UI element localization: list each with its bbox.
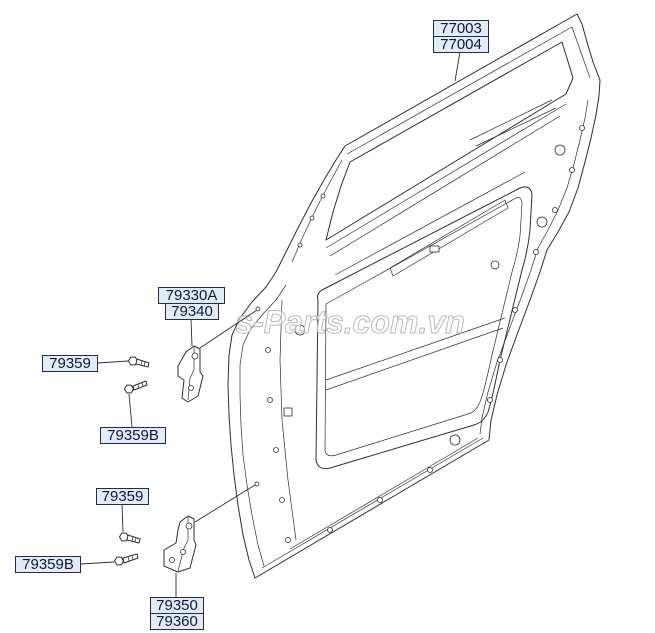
bolt-thread [140, 360, 143, 366]
callout-lower-hinge-bolt-b: 79359B [15, 556, 81, 573]
leader-line-upper-bolt-b [128, 393, 133, 428]
watermark: s-Parts.com.vn [235, 304, 464, 340]
belt-line-strip [325, 103, 567, 249]
lower-hinge-bolt-b [114, 553, 139, 566]
bolt-thread [127, 556, 130, 562]
mounting-hole [309, 215, 315, 221]
mounting-hole [267, 397, 273, 403]
mounting-hole [279, 497, 285, 503]
mounting-hole [552, 207, 558, 213]
mounting-hole [297, 242, 303, 248]
upper-hinge-bolt [128, 356, 150, 368]
mounting-hole [320, 193, 326, 199]
mounting-hole [265, 347, 271, 353]
front-pillar-line [291, 159, 343, 263]
bolt-shank [132, 380, 148, 391]
upper-hinge-bracket [177, 345, 204, 403]
callout-upper-hinge-secondary: 79340 [165, 303, 219, 320]
lower-hinge-bolt-hole [180, 549, 186, 555]
mounting-hole [554, 144, 566, 156]
callout-upper-hinge-bolt-b: 79359B [100, 427, 166, 444]
leader-lines [80, 51, 461, 597]
callout-door-panel-secondary: 77004 [433, 36, 489, 53]
glass-channel-slot [389, 199, 509, 277]
leader-line-upper-hinge [190, 318, 193, 347]
mounting-hole [273, 447, 279, 453]
belt-line-strip [329, 115, 561, 257]
mounting-hole [294, 324, 306, 336]
bolt-shank [135, 358, 150, 368]
upper-hinge [177, 345, 204, 403]
door-outer-outline [227, 13, 601, 579]
alignment-line-lower-hinge [194, 484, 256, 523]
bolt-thread [137, 383, 140, 389]
mounting-hole [533, 249, 539, 255]
window-frame-flange [346, 26, 591, 155]
front-inner-flange [239, 284, 287, 567]
bolt-hex-head [119, 532, 129, 542]
bolt-shank [122, 553, 139, 564]
upper-hinge-bolt-hole [188, 385, 194, 391]
bolt-thread [131, 536, 134, 542]
mounting-hole [327, 527, 333, 533]
bolt-shank [126, 534, 141, 544]
inner-panel-opening-flange [324, 197, 523, 457]
square-hole [429, 245, 440, 253]
alignment-line-upper-hinge [199, 309, 258, 349]
upper-hinge-bolt-b [124, 380, 148, 394]
rear-door-panel [227, 13, 601, 579]
mounting-hole [377, 497, 383, 503]
leader-line-door-panel [454, 51, 461, 82]
lower-hinge-bolt [119, 532, 141, 544]
callout-upper-hinge-primary: 79330A [158, 287, 225, 304]
bolt-thread [141, 382, 144, 387]
mounting-hole [487, 397, 493, 403]
belt-line-strip [475, 107, 557, 147]
mounting-hole [285, 537, 291, 543]
callout-door-panel-primary: 77003 [433, 20, 489, 37]
mounting-hole [536, 216, 548, 228]
bolt-hex-head [124, 384, 134, 394]
mounting-holes [265, 125, 585, 543]
callout-lower-hinge-primary: 79350 [150, 597, 204, 614]
inner-panel-opening [315, 186, 533, 470]
belt-line-strip [469, 99, 553, 141]
callout-lower-hinge-bolt: 79359 [96, 488, 149, 505]
lower-hinge-pin-hole [185, 522, 193, 530]
upper-hinge-pin-hole [191, 352, 199, 360]
square-hole [283, 407, 293, 417]
leader-line-lower-bolt-b [80, 561, 115, 565]
mounting-hole [490, 260, 500, 270]
bolt-thread [143, 361, 146, 367]
mounting-hole [512, 307, 518, 313]
lower-hinge-bolt-hole [169, 557, 175, 563]
callout-upper-hinge-bolt: 79359 [42, 355, 98, 372]
bottom-inner-flange [261, 437, 484, 569]
mounting-hole [569, 167, 575, 173]
bolt-hex-head [114, 556, 124, 566]
bolt-thread [134, 537, 137, 543]
callout-lower-hinge-secondary: 79360 [150, 613, 204, 630]
impact-beam-line [325, 317, 506, 381]
front-reinforcement-line [279, 299, 297, 541]
lower-hinge-mount-point [254, 481, 260, 487]
bolt-hex-head [128, 356, 138, 366]
rear-inner-flange [479, 99, 589, 435]
mounting-hole [497, 357, 503, 363]
impact-beam-line [325, 327, 504, 391]
upper-hinge-mount-point [255, 306, 261, 312]
leader-line-upper-bolt [97, 360, 129, 364]
bottom-reinforcement-line [289, 437, 479, 550]
window-glass-opening [325, 41, 574, 241]
mounting-hole [449, 434, 461, 446]
mounting-hole [579, 125, 585, 131]
bolt-thread [131, 555, 134, 560]
inner-reinforcement-line [334, 171, 526, 276]
mounting-hole [427, 467, 433, 473]
leader-line-lower-bolt [121, 503, 124, 533]
lower-hinge [163, 515, 197, 573]
